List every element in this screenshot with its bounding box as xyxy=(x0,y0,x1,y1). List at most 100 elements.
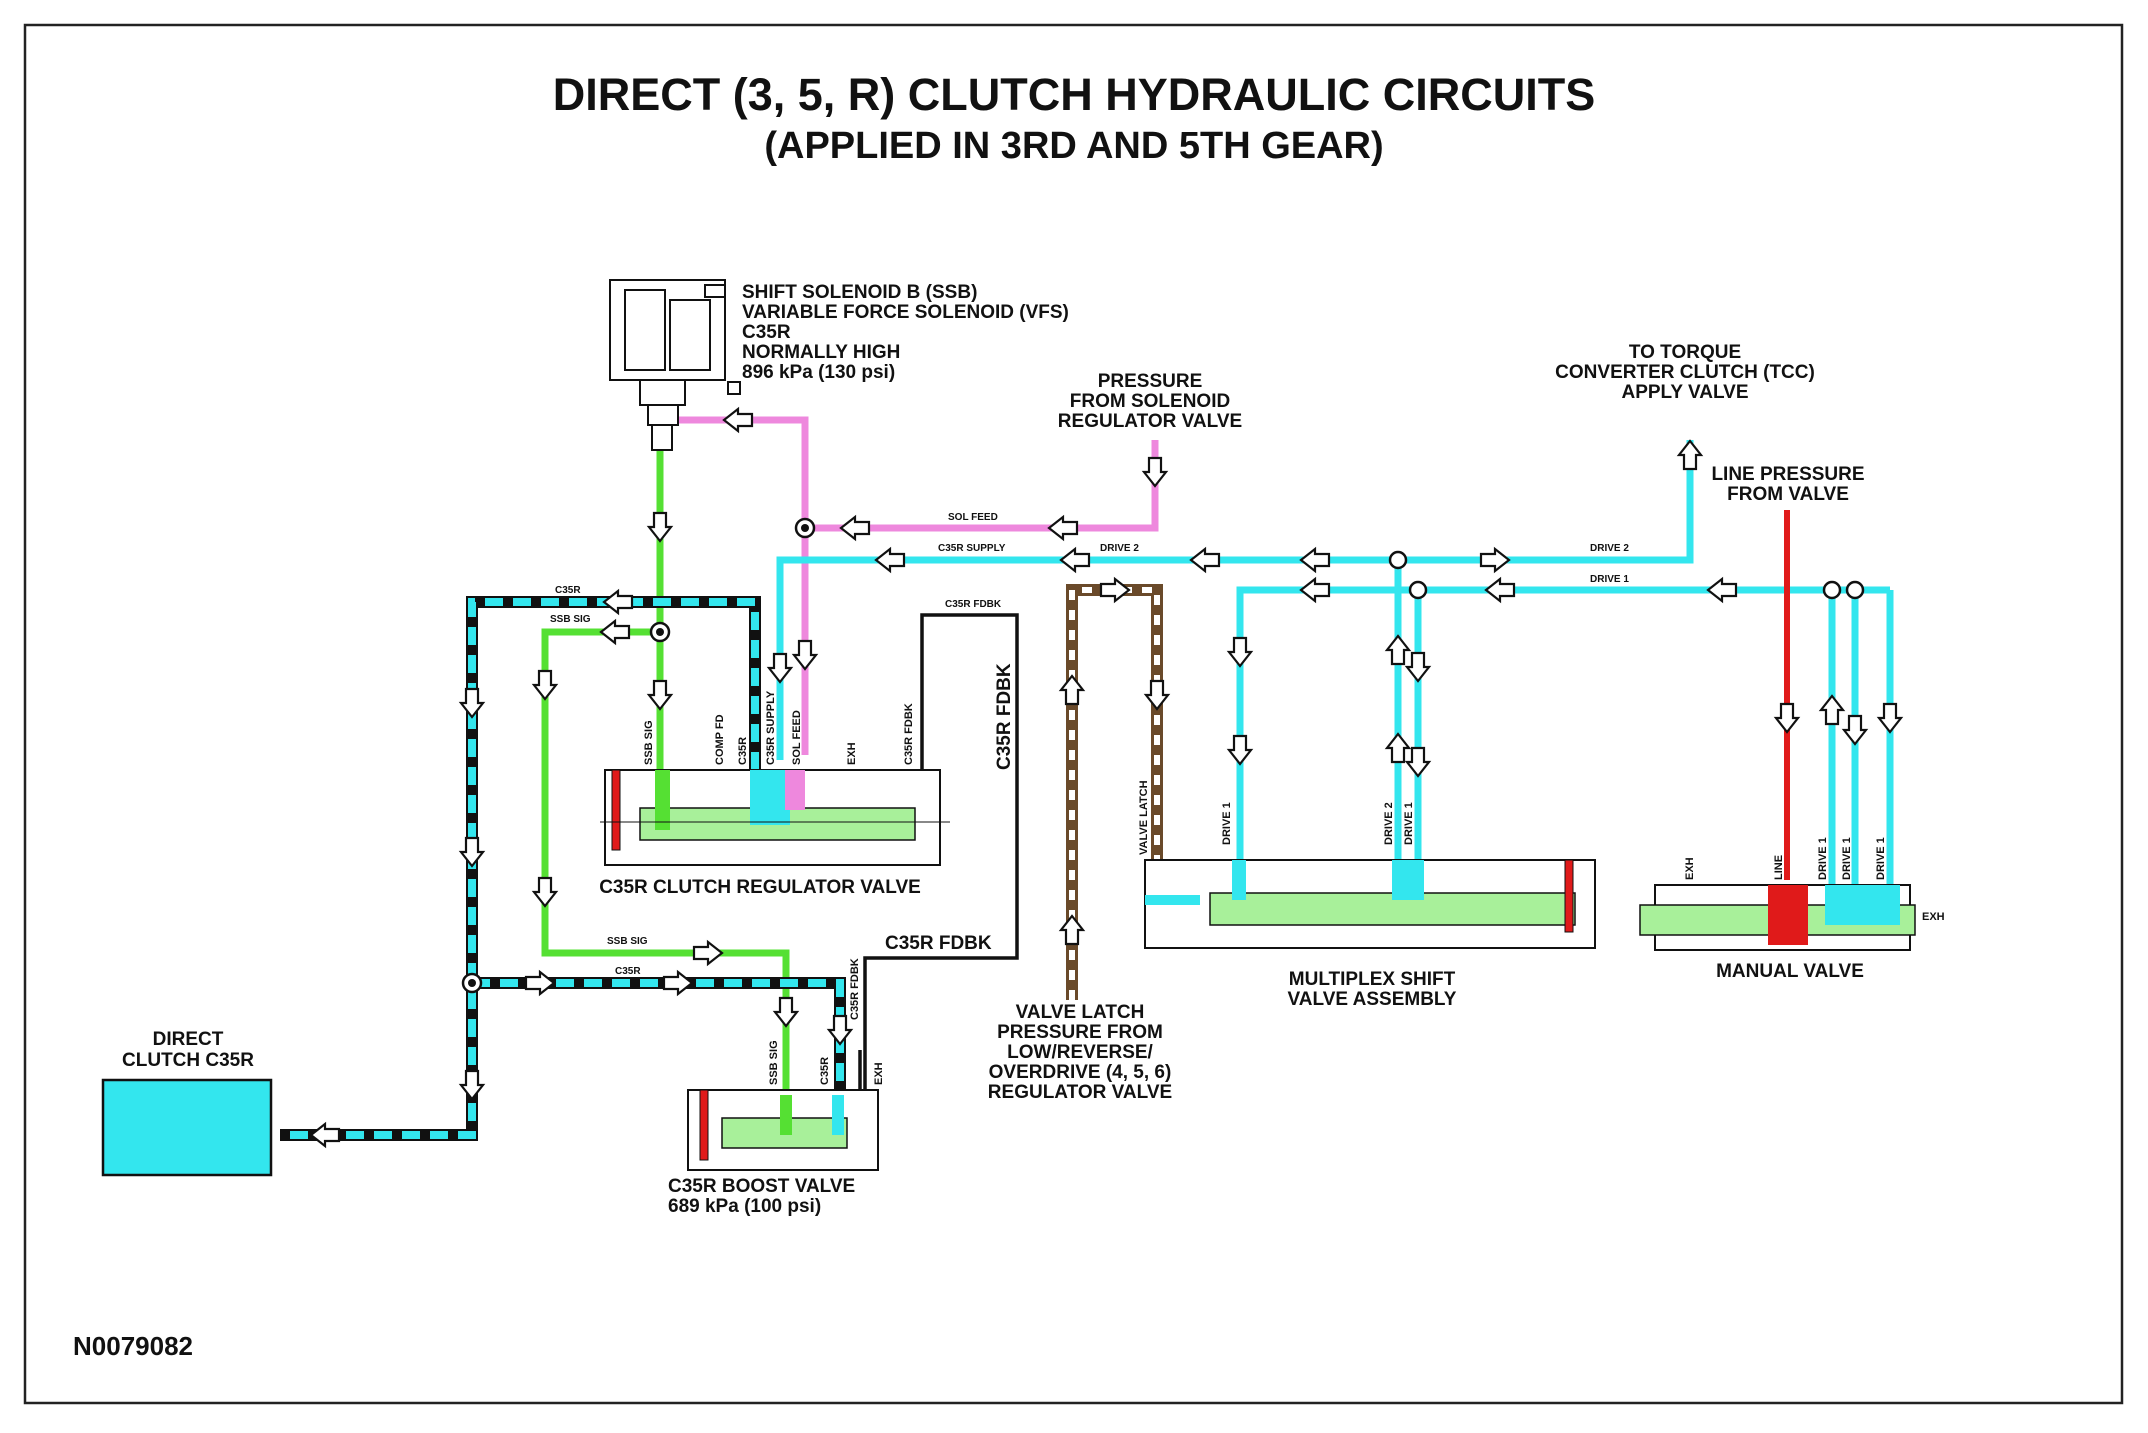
pressure-sol-line-1: PRESSURE xyxy=(1098,371,1203,392)
ssb-label: SHIFT SOLENOID B (SSB) VARIABLE FORCE SO… xyxy=(742,282,1069,383)
ssb-sig-low-line-label: SSB SIG xyxy=(607,936,648,947)
manual-valve xyxy=(1639,884,1916,951)
ssb-sig-top-line-label: SSB SIG xyxy=(550,614,591,625)
page-title: DIRECT (3, 5, R) CLUTCH HYDRAULIC CIRCUI… xyxy=(553,69,1596,120)
direct-clutch-c35r xyxy=(101,1078,273,1177)
manual-valve-label: MANUAL VALVE xyxy=(1716,961,1864,982)
sol-feed-ssb-line xyxy=(675,416,809,528)
arrow-right xyxy=(1479,547,1511,573)
arrow-down xyxy=(1144,679,1170,711)
arrow-down xyxy=(1405,746,1431,778)
ssb-line-5: 896 kPa (130 psi) xyxy=(742,362,895,383)
multiplex-label-1: MULTIPLEX SHIFT xyxy=(1289,969,1456,990)
arrow-up xyxy=(1385,634,1411,666)
arrow-down xyxy=(827,1014,853,1046)
multiplex-label-2: VALVE ASSEMBLY xyxy=(1288,989,1457,1010)
junction-dot xyxy=(1845,580,1865,600)
valve-latch-label-2: PRESSURE FROM xyxy=(997,1022,1163,1043)
arrow-down xyxy=(459,1069,485,1101)
reg-port-ssb-sig: SSB SIG xyxy=(643,720,655,765)
tcc-line-1: TO TORQUE xyxy=(1629,342,1741,363)
c35r-fdbk-upper xyxy=(863,613,1019,1120)
drive2-line-label-a: DRIVE 2 xyxy=(1100,543,1139,554)
junctions xyxy=(461,517,1865,994)
arrow-down xyxy=(1227,734,1253,766)
valve-latch-inner xyxy=(1069,587,1160,1000)
arrow-down xyxy=(1405,651,1431,683)
arrow-left xyxy=(1047,515,1079,541)
arrow-right xyxy=(1099,577,1131,603)
manual-port-line: LINE xyxy=(1773,855,1785,880)
valve-latch-label-3: LOW/REVERSE/ xyxy=(1007,1042,1153,1063)
multiplex-port-drive1: DRIVE 1 xyxy=(1221,802,1233,845)
boost-label-1: C35R BOOST VALVE xyxy=(668,1176,855,1197)
arrow-down xyxy=(1774,702,1800,734)
arrow-up xyxy=(1385,732,1411,764)
arrow-left xyxy=(1189,547,1221,573)
arrow-left xyxy=(1299,547,1331,573)
arrow-up xyxy=(1819,694,1845,726)
arrow-down xyxy=(532,669,558,701)
manual-port-drive1-c: DRIVE 1 xyxy=(1875,837,1887,880)
arrow-left xyxy=(1299,577,1331,603)
multiplex-shift-valve xyxy=(1144,859,1596,949)
arrow-down xyxy=(532,876,558,908)
c35r-fdbk-vertical-label: C35R FDBK xyxy=(994,663,1015,770)
arrow-right xyxy=(662,970,694,996)
drive2-line xyxy=(776,440,1694,760)
arrow-left xyxy=(1059,547,1091,573)
boost-port-ssb-sig: SSB SIG xyxy=(768,1040,780,1085)
drive1-line xyxy=(1236,586,1890,860)
direct-clutch-label-1: DIRECT xyxy=(153,1029,224,1050)
arrow-right xyxy=(524,970,556,996)
manual-exh-label: EXH xyxy=(1922,911,1945,923)
c35r-fdbk-large-label: C35R FDBK xyxy=(885,933,992,954)
reg-port-c35r: C35R xyxy=(737,737,749,765)
c35r-supply-line-label: C35R SUPPLY xyxy=(938,543,1006,554)
arrow-left xyxy=(309,1122,341,1148)
arrow-left xyxy=(1706,577,1738,603)
pressure-sol-line-3: REGULATOR VALVE xyxy=(1058,411,1242,432)
regulator-port-labels: SSB SIG COMP FD C35R C35R SUPPLY SOL FEE… xyxy=(643,690,915,765)
arrow-down xyxy=(1142,456,1168,488)
arrow-left xyxy=(874,547,906,573)
arrow-left xyxy=(839,515,871,541)
shift-solenoid-b xyxy=(609,279,741,451)
c35r-boost-inner xyxy=(472,979,844,1120)
reg-port-sol-feed: SOL FEED xyxy=(791,710,803,765)
arrow-down xyxy=(1227,636,1253,668)
junction-core xyxy=(656,628,664,636)
manual-port-drive1-b: DRIVE 1 xyxy=(1841,837,1853,880)
regulator-valve-label: C35R CLUTCH REGULATOR VALVE xyxy=(599,877,921,898)
reg-port-exh: EXH xyxy=(846,742,858,765)
reg-port-c35r-fdbk: C35R FDBK xyxy=(903,703,915,765)
manual-port-drive1-a: DRIVE 1 xyxy=(1817,837,1829,880)
c35r-apply-inner xyxy=(280,598,759,1139)
multiplex-port-drive2: DRIVE 2 xyxy=(1383,802,1395,845)
c35r-boost-valve xyxy=(687,1089,879,1171)
page-frame xyxy=(23,23,2124,1405)
ssb-line-3: C35R xyxy=(742,322,791,343)
junction-dot xyxy=(1822,580,1842,600)
multiplex-port-valve-latch: VALVE LATCH xyxy=(1138,780,1150,855)
c35r-regulator-valve xyxy=(600,769,950,866)
c35r-fdbk-top-line-label: C35R FDBK xyxy=(945,599,1002,610)
manual-port-labels: EXH LINE DRIVE 1 DRIVE 1 DRIVE 1 xyxy=(1684,837,1887,880)
c35r-low-line-label: C35R xyxy=(615,966,641,977)
drive1-line-label: DRIVE 1 xyxy=(1590,574,1629,585)
junction-core xyxy=(801,524,809,532)
manual-port-exh: EXH xyxy=(1684,857,1696,880)
boost-port-labels: SSB SIG C35R C35R FDBK EXH xyxy=(768,958,885,1085)
c35r-apply-outer xyxy=(280,596,761,1141)
arrow-down xyxy=(459,687,485,719)
arrow-down xyxy=(767,652,793,684)
arrow-down xyxy=(792,639,818,671)
sol-feed-line xyxy=(801,440,1159,755)
arrow-left xyxy=(602,589,634,615)
valve-latch-label-5: REGULATOR VALVE xyxy=(988,1082,1172,1103)
valve-latch-label-4: OVERDRIVE (4, 5, 6) xyxy=(989,1062,1172,1083)
c35r-top-line-label: C35R xyxy=(555,585,581,596)
arrow-down xyxy=(773,996,799,1028)
sol-feed-line-label: SOL FEED xyxy=(948,512,998,523)
ssb-line-2: VARIABLE FORCE SOLENOID (VFS) xyxy=(742,302,1069,323)
